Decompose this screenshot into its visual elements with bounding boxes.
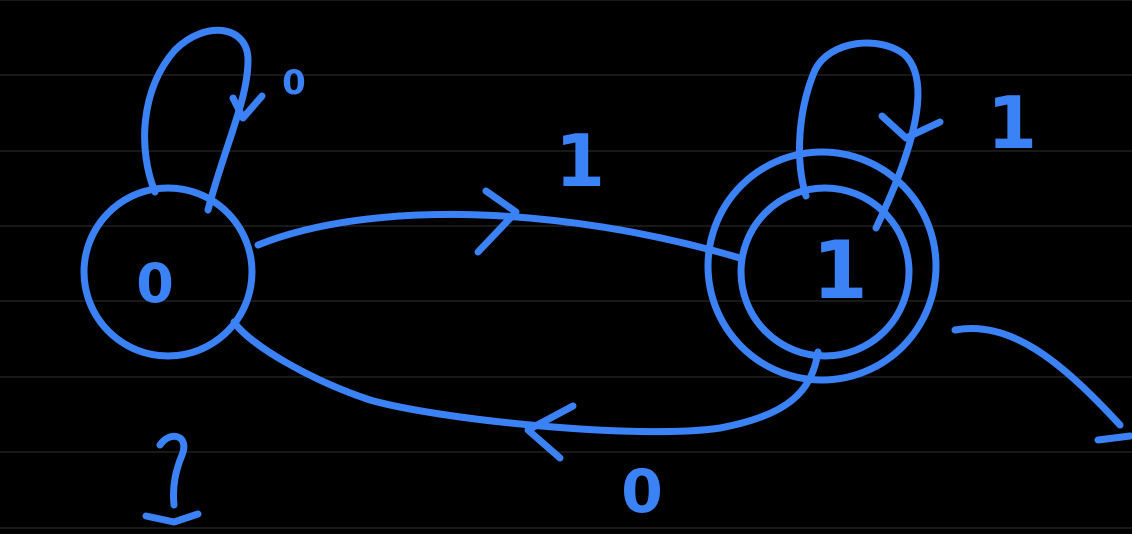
loop-q1-arrowhead — [878, 112, 944, 142]
loop-q1: 1 — [796, 39, 1037, 232]
loop-q0-arrowhead — [229, 92, 266, 122]
edge-q0-q1-arrowhead — [474, 187, 520, 256]
loop-q0-label: 0 — [282, 63, 306, 103]
state-q0: 0 — [80, 184, 256, 360]
state-q1-inner-circle — [737, 184, 913, 360]
loop-q1-path — [796, 39, 922, 232]
edge-q1-q0-label: 0 — [621, 457, 663, 527]
edge-q1-q0: 0 — [230, 318, 822, 527]
edge-q0-q1: 1 — [254, 119, 744, 262]
squiggle-mark — [142, 432, 202, 526]
state-q1-outer-circle — [704, 148, 940, 384]
edge-q0-q1-path — [254, 210, 744, 262]
loop-q0: 0 — [141, 26, 306, 214]
edge-q0-q1-label: 1 — [555, 119, 605, 203]
state-q0-circle — [80, 184, 256, 360]
state-q0-label: 0 — [136, 252, 174, 315]
annotation-arrow-mark — [951, 325, 1132, 444]
loop-q0-path — [141, 26, 252, 214]
edge-q1-q0-arrowhead — [524, 402, 577, 462]
automaton: 0 0 1 1 1 0 — [80, 26, 1132, 527]
loop-q1-label: 1 — [987, 81, 1037, 165]
state-q1: 1 — [704, 148, 940, 384]
state-q1-label: 1 — [812, 224, 868, 317]
